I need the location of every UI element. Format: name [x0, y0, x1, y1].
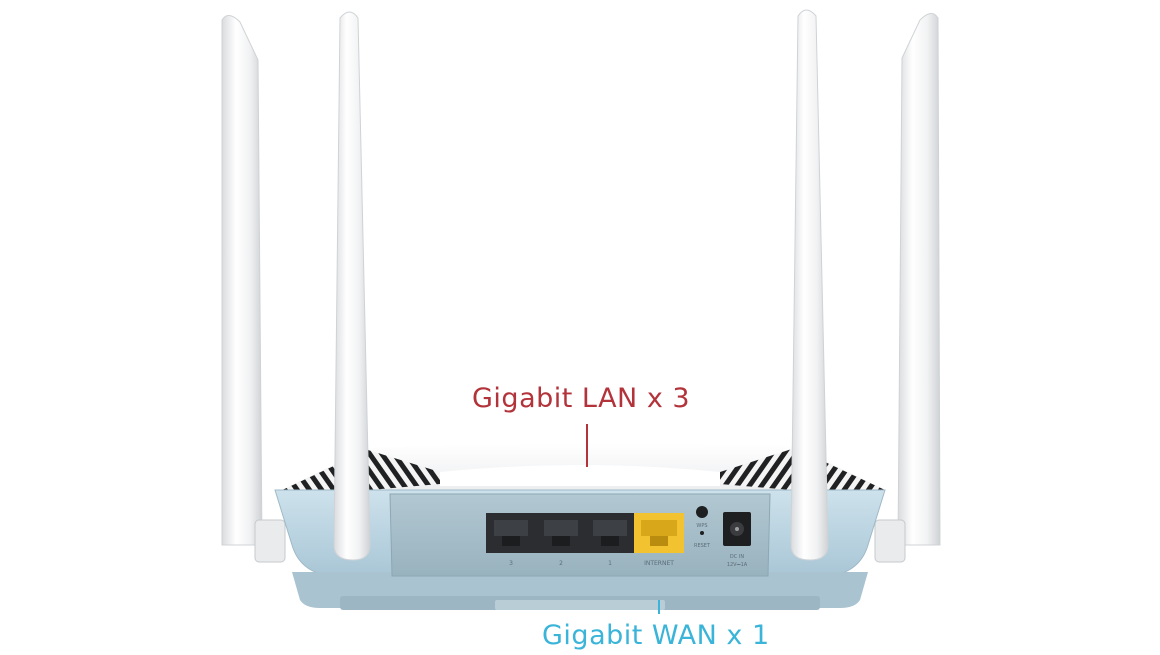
dc-in-label: DC IN [730, 554, 744, 560]
internet-port-label: INTERNET [644, 560, 674, 567]
reset-label: RESET [694, 543, 711, 549]
port-number-1: 1 [608, 560, 612, 567]
antenna-outer-right [874, 13, 941, 563]
ethernet-port-2 [536, 513, 586, 553]
port-number-2: 2 [559, 560, 563, 567]
antenna-inner-right [790, 9, 829, 561]
port-number-3: 3 [509, 560, 513, 567]
ethernet-port-3 [486, 513, 536, 553]
wps-button [696, 506, 708, 518]
wan-callout-label: Gigabit WAN x 1 [542, 620, 770, 651]
reset-hole [700, 531, 704, 535]
lan-ports [486, 513, 634, 553]
dc-rating-label: 12V⎓1A [727, 562, 748, 568]
antenna-inner-left [333, 11, 371, 561]
lan-callout-label: Gigabit LAN x 3 [472, 383, 691, 414]
ethernet-port-internet [634, 513, 684, 553]
wps-label: WPS [696, 523, 707, 529]
antenna-outer-left [221, 15, 286, 563]
power-jack [723, 512, 751, 546]
ethernet-port-1 [586, 513, 634, 553]
